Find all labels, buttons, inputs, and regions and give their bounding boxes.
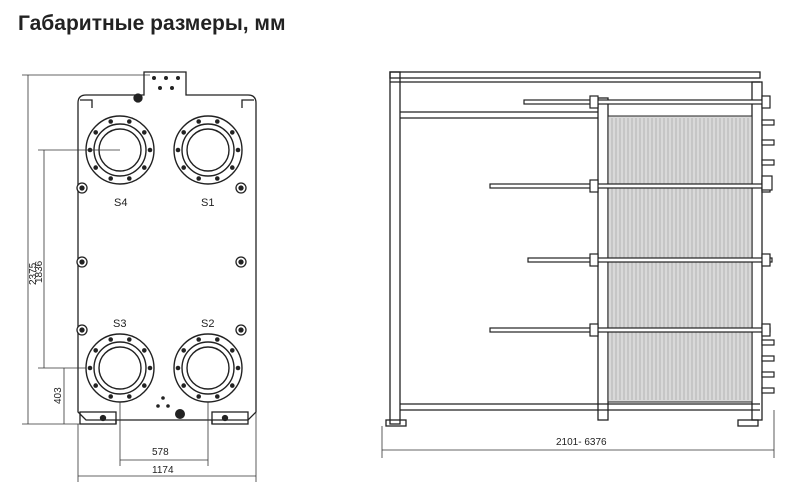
front-plate-outline [77, 71, 257, 421]
side-foot-left [385, 419, 407, 427]
support-column [389, 71, 401, 425]
dimension-total-height: 2375 [28, 262, 39, 285]
front-view [77, 71, 257, 421]
port-label-s1: S1 [201, 197, 214, 209]
drain-nut-icon [175, 409, 185, 419]
flange-bolt-holes [87, 119, 241, 399]
port-label-s3: S3 [113, 318, 126, 330]
front-dimension-lines [22, 74, 257, 482]
side-nozzles [761, 119, 775, 394]
top-left-bracket [80, 99, 93, 108]
lifting-lug [152, 76, 180, 90]
center-marker-icon [156, 396, 170, 408]
top-nut-icon [133, 93, 143, 103]
port-flange-s3 [85, 333, 155, 403]
front-feet [79, 411, 249, 425]
port-label-s4: S4 [114, 197, 127, 209]
port-label-s2: S2 [201, 318, 214, 330]
top-right-bracket [241, 99, 254, 108]
port-flange-s2 [173, 333, 243, 403]
dimension-bottom-port-height: 403 [53, 387, 64, 404]
dimension-port-spacing-vertical: 1836 [34, 260, 45, 283]
top-carrying-bar [389, 71, 761, 79]
side-dimension-lines [381, 410, 775, 458]
page-title: Габаритные размеры, мм [18, 12, 286, 35]
dimension-length: 2101- 6376 [556, 437, 607, 448]
front-side-bolts [76, 182, 247, 336]
side-foot-right [737, 419, 759, 427]
port-flange-s1 [173, 115, 243, 185]
frame-plate [751, 81, 763, 421]
dimension-total-width: 1174 [152, 465, 174, 476]
dimension-port-spacing-horizontal: 578 [152, 447, 169, 458]
